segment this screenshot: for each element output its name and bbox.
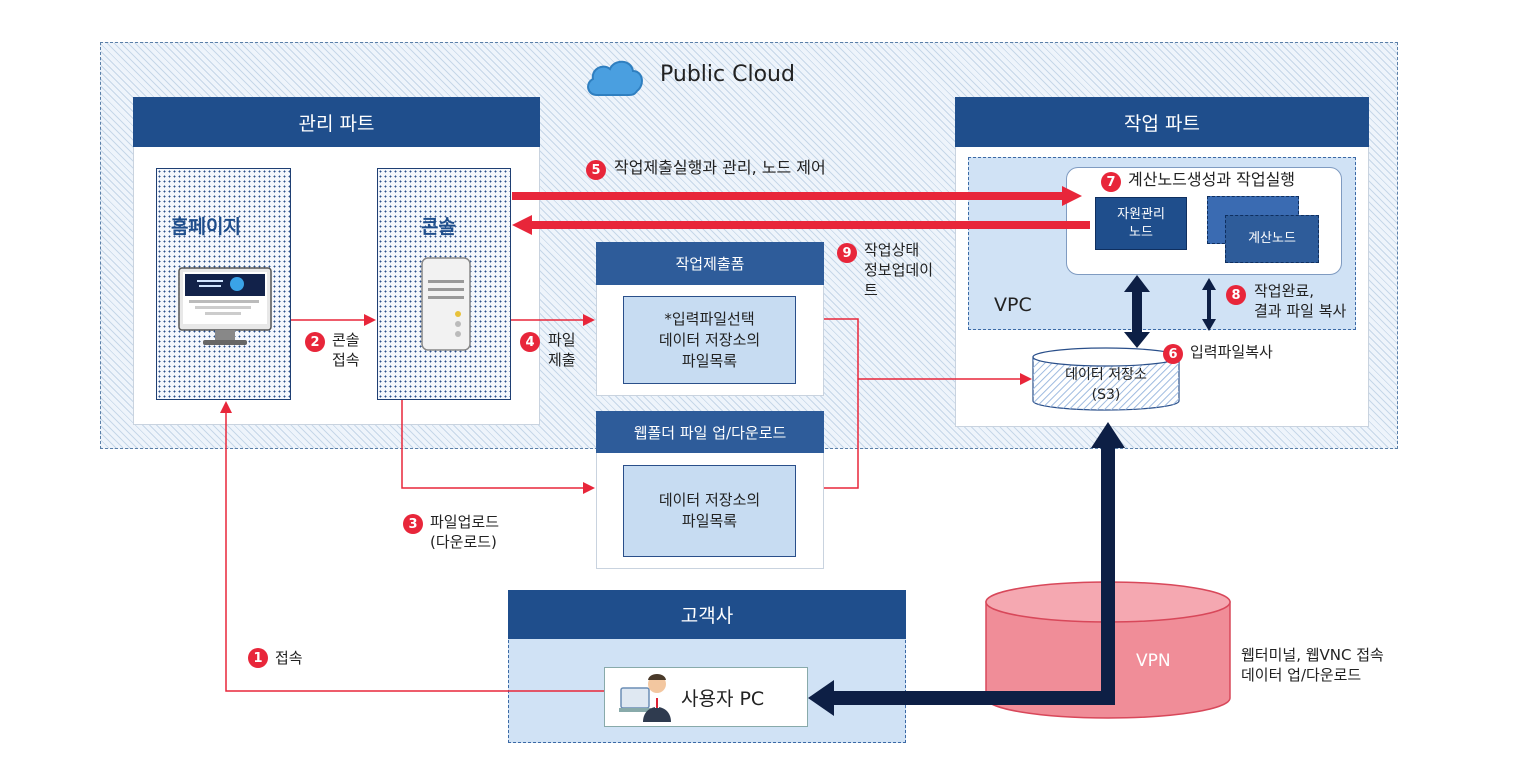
vpn-connector-horizontal [828,691,1115,705]
result-copy-connector [1207,287,1211,322]
arrow-access [220,401,604,692]
resource-node[interactable]: 자원관리 노드 [1095,197,1187,250]
step-6-badge: 6 [1163,344,1183,364]
step-6-label: 입력파일복사 [1190,343,1273,361]
step-9-badge: 9 [837,243,857,263]
step-5-label: 작업제출실행과 관리, 노드 제어 [614,158,826,177]
step-1-badge: 1 [248,648,268,668]
step-9-label: 작업상태 정보업데이 트 [864,241,934,299]
cloud-icon [583,55,645,99]
management-panel-title: 관리 파트 [133,97,540,147]
job-form-file-list[interactable]: *입력파일선택 데이터 저장소의 파일목록 [623,296,796,384]
step-2-label: 콘솔 접속 [332,331,360,369]
step-1-label: 접속 [275,649,303,667]
step-2-badge: 2 [305,332,325,352]
work-panel-title: 작업 파트 [955,97,1369,147]
step-7-badge: 7 [1101,172,1121,192]
vpn-note: 웹터미널, 웹VNC 접속 데이터 업/다운로드 [1241,646,1384,684]
console-box[interactable] [377,168,511,400]
monitor-icon [175,266,275,348]
job-form-title: 작업제출폼 [596,242,824,285]
storage-label: 데이터 저장소 (S3) [1065,367,1147,403]
user-icon [619,672,673,722]
calc-node[interactable]: 계산노드 [1225,215,1319,263]
step-3-badge: 3 [403,514,423,534]
console-label: 콘솔 [421,216,456,238]
step-7-label: 계산노드생성과 작업실행 [1128,170,1296,189]
user-pc-label: 사용자 PC [681,687,765,710]
web-folder-file-list[interactable]: 데이터 저장소의 파일목록 [623,465,796,557]
storage-cylinder [1032,347,1180,411]
web-folder-title: 웹폴더 파일 업/다운로드 [596,411,824,453]
step-8-badge: 8 [1226,285,1246,305]
public-cloud-title: Public Cloud [660,62,795,87]
server-icon [418,256,474,352]
step-4-badge: 4 [520,332,540,352]
user-pc-box[interactable]: 사용자 PC [604,667,808,727]
homepage-label: 홈페이지 [171,216,241,238]
bracket-to-storage [824,318,859,489]
arrow-file-upload [401,400,595,494]
step-5-badge: 5 [586,160,606,180]
step-4-label: 파일 제출 [548,331,576,369]
client-title: 고객사 [508,590,906,639]
vpn-connector-vertical [1101,444,1115,698]
step-3-label: 파일업로드 (다운로드) [430,513,500,551]
storage-node-connector [1132,290,1142,334]
step-8-label: 작업완료, 결과 파일 복사 [1254,282,1347,320]
vpn-label: VPN [1136,651,1171,671]
vpc-label: VPC [994,294,1032,316]
